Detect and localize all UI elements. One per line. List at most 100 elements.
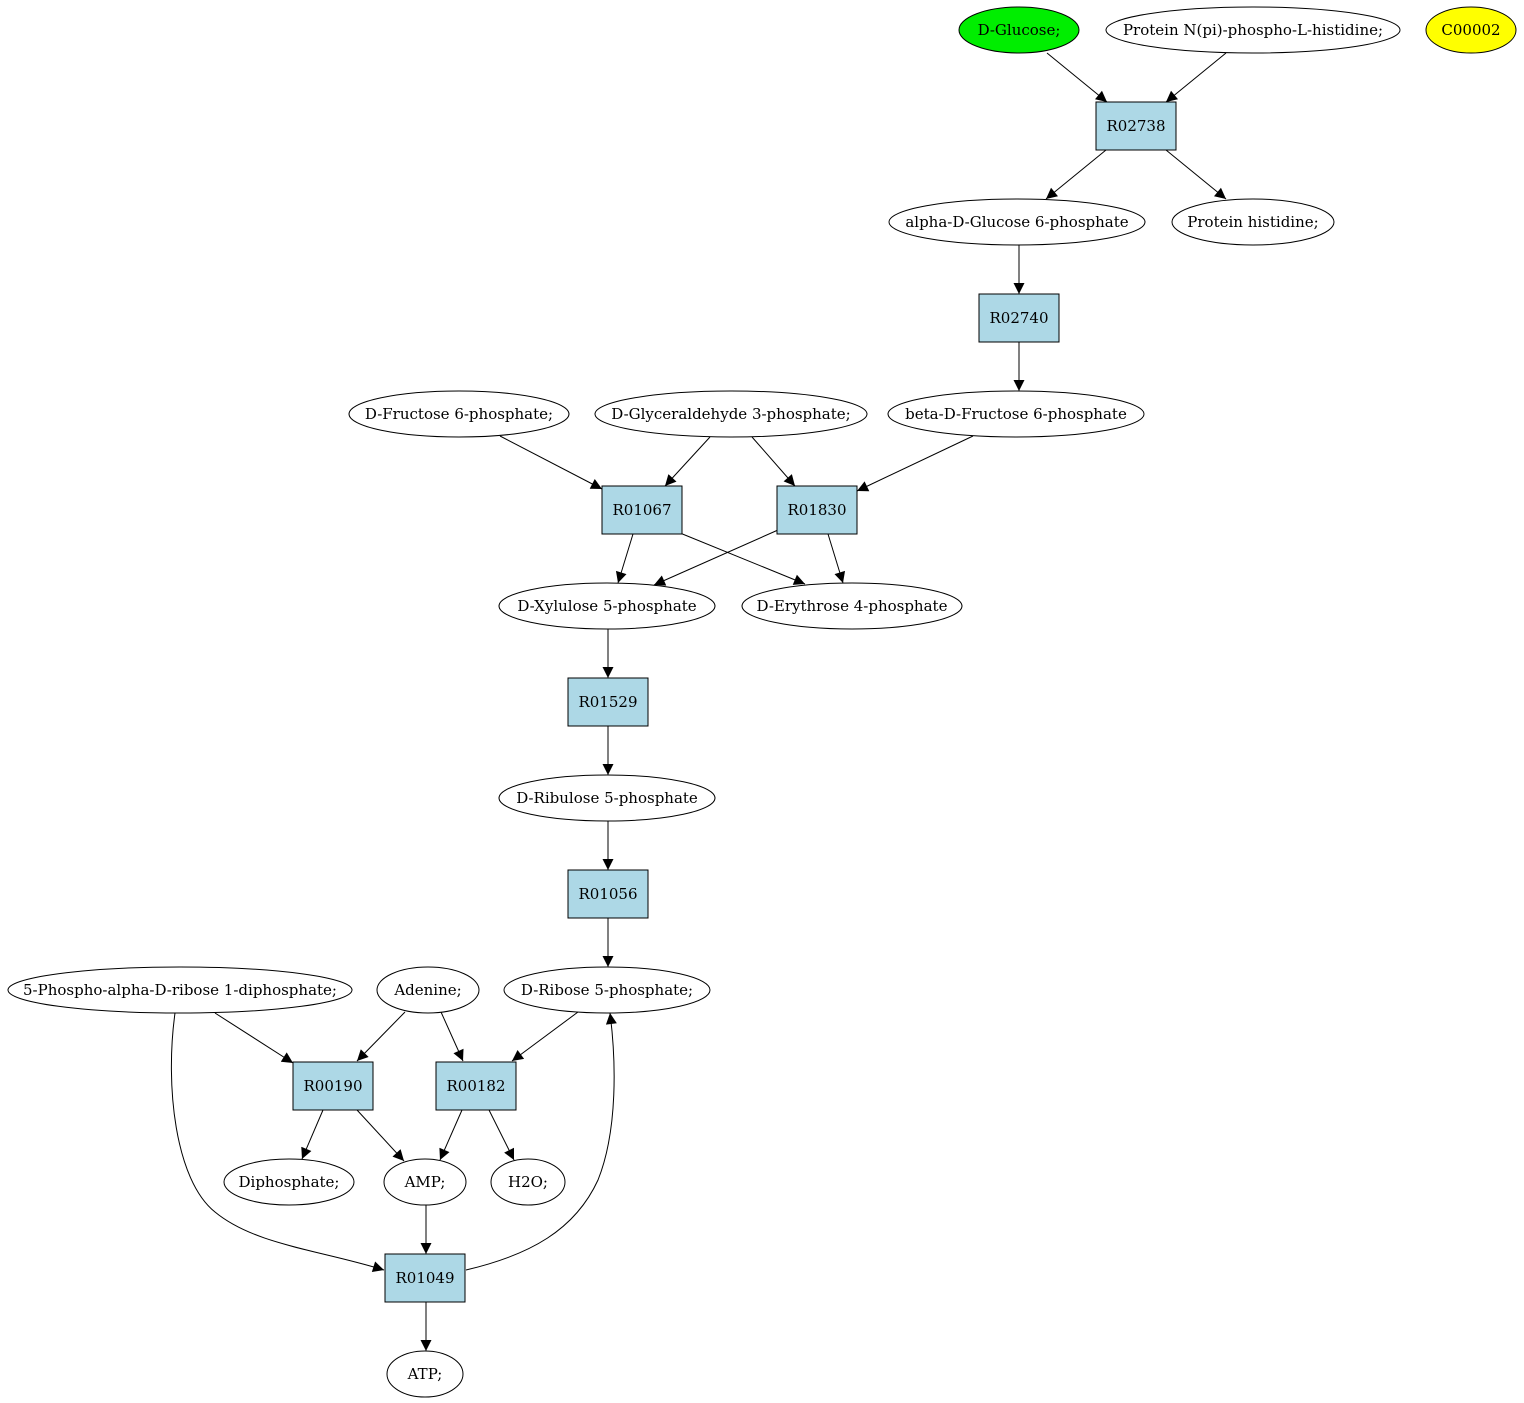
edge-g3p-to-r01830 bbox=[751, 436, 796, 487]
reaction-box bbox=[435, 1061, 517, 1111]
node-beta-fru6p[interactable]: beta-D-Fructose 6-phosphate bbox=[887, 390, 1145, 438]
edge-protein-n-pi-phospho-to-r02738 bbox=[1165, 52, 1227, 103]
edge-arrow bbox=[356, 1109, 405, 1162]
node-adenine[interactable]: Adenine; bbox=[376, 966, 480, 1014]
compound-ellipse bbox=[386, 1350, 464, 1398]
node-r00190[interactable]: R00190 bbox=[292, 1061, 374, 1111]
node-label: R01830 bbox=[787, 501, 846, 519]
node-ribulose5p[interactable]: D-Ribulose 5-phosphate bbox=[498, 774, 716, 822]
edge-arrow bbox=[856, 435, 974, 492]
node-label: D-Ribose 5-phosphate; bbox=[521, 981, 693, 999]
node-label: R02738 bbox=[1106, 117, 1165, 135]
reaction-box bbox=[776, 485, 858, 535]
compound-ellipse bbox=[888, 198, 1146, 246]
compound-ellipse bbox=[887, 390, 1145, 438]
node-r00182[interactable]: R00182 bbox=[435, 1061, 517, 1111]
node-label: R01056 bbox=[578, 885, 637, 903]
edge-arrow bbox=[439, 1109, 463, 1161]
edge-r00190-to-amp bbox=[356, 1109, 405, 1162]
edge-arrow bbox=[488, 1109, 515, 1161]
node-label: D-Glyceraldehyde 3-phosphate; bbox=[611, 405, 850, 423]
nodes-layer: D-Glucose; Protein N(pi)-phospho-L-histid… bbox=[7, 6, 1517, 1398]
node-r01056[interactable]: R01056 bbox=[567, 869, 649, 919]
node-label: R02740 bbox=[989, 309, 1048, 327]
node-amp[interactable]: AMP; bbox=[383, 1158, 467, 1206]
node-label: Protein histidine; bbox=[1187, 213, 1318, 231]
edge-arrow bbox=[214, 1012, 294, 1064]
edge-g3p-to-r01067 bbox=[664, 436, 711, 487]
node-label: D-Glucose; bbox=[978, 21, 1061, 39]
edge-r01830-to-xylulose5p bbox=[653, 529, 779, 586]
node-d-glucose[interactable]: D-Glucose; bbox=[958, 6, 1080, 54]
node-r01830[interactable]: R01830 bbox=[776, 485, 858, 535]
compound-ellipse bbox=[376, 966, 480, 1014]
compound-ellipse bbox=[348, 390, 570, 438]
edge-ribose5p-to-r00182 bbox=[511, 1011, 579, 1062]
edge-r00182-to-amp bbox=[439, 1109, 463, 1161]
node-protein-n-pi-phospho[interactable]: Protein N(pi)-phospho-L-histidine; bbox=[1105, 6, 1401, 54]
edge-r01830-to-erythrose4p bbox=[827, 533, 846, 584]
node-r02738[interactable]: R02738 bbox=[1095, 101, 1177, 151]
reaction-box bbox=[567, 869, 649, 919]
edge-arrow bbox=[1165, 52, 1227, 103]
compound-ellipse bbox=[498, 774, 716, 822]
node-atp[interactable]: ATP; bbox=[386, 1350, 464, 1398]
node-r01067[interactable]: R01067 bbox=[601, 485, 683, 535]
node-label: R00182 bbox=[446, 1077, 505, 1095]
node-diphosphate[interactable]: Diphosphate; bbox=[223, 1158, 355, 1206]
edge-arrow bbox=[653, 529, 779, 586]
edge-arrow bbox=[465, 1012, 617, 1271]
compound-ellipse bbox=[383, 1158, 467, 1206]
node-g3p[interactable]: D-Glyceraldehyde 3-phosphate; bbox=[594, 390, 868, 438]
node-xylulose5p[interactable]: D-Xylulose 5-phosphate bbox=[498, 582, 716, 630]
node-erythrose4p[interactable]: D-Erythrose 4-phosphate bbox=[741, 582, 963, 630]
node-label: ATP; bbox=[407, 1365, 443, 1383]
node-c00002[interactable]: C00002 bbox=[1425, 6, 1517, 54]
edge-prpp-to-r01049 bbox=[170, 1012, 385, 1272]
node-label: H2O; bbox=[508, 1173, 548, 1191]
node-alpha-glc6p[interactable]: alpha-D-Glucose 6-phosphate bbox=[888, 198, 1146, 246]
compound-ellipse bbox=[1425, 6, 1517, 54]
node-r01049[interactable]: R01049 bbox=[384, 1253, 466, 1303]
compound-ellipse bbox=[1171, 198, 1335, 246]
edge-r01049-to-ribose5p bbox=[465, 1012, 617, 1271]
edge-arrow bbox=[664, 436, 711, 487]
edge-adenine-to-r00182 bbox=[440, 1011, 464, 1062]
edge-arrow bbox=[1046, 52, 1108, 103]
compound-ellipse bbox=[498, 582, 716, 630]
reaction-box bbox=[384, 1253, 466, 1303]
node-protein-histidine[interactable]: Protein histidine; bbox=[1171, 198, 1335, 246]
edge-arrow bbox=[170, 1012, 385, 1272]
edge-r02738-to-alpha-glc6p bbox=[1045, 149, 1107, 200]
node-label: Diphosphate; bbox=[239, 1173, 340, 1191]
node-label: beta-D-Fructose 6-phosphate bbox=[905, 405, 1127, 423]
compound-ellipse bbox=[1105, 6, 1401, 54]
node-label: 5-Phospho-alpha-D-ribose 1-diphosphate; bbox=[23, 981, 337, 999]
edges-layer bbox=[170, 52, 1227, 1351]
node-label: R01529 bbox=[578, 693, 637, 711]
edge-beta-fru6p-to-r01830 bbox=[856, 435, 974, 492]
node-label: D-Ribulose 5-phosphate bbox=[516, 789, 698, 807]
edge-adenine-to-r00190 bbox=[356, 1011, 406, 1062]
compound-ellipse bbox=[223, 1158, 355, 1206]
node-ribose5p[interactable]: D-Ribose 5-phosphate; bbox=[503, 966, 711, 1014]
edge-arrow bbox=[615, 533, 634, 584]
edge-r01067-to-xylulose5p bbox=[615, 533, 634, 584]
node-prpp[interactable]: 5-Phospho-alpha-D-ribose 1-diphosphate; bbox=[7, 966, 353, 1014]
node-label: Adenine; bbox=[393, 981, 461, 999]
compound-ellipse bbox=[741, 582, 963, 630]
node-label: R00190 bbox=[303, 1077, 362, 1095]
reaction-box bbox=[567, 677, 649, 727]
edge-fructose6p-to-r01067 bbox=[499, 435, 603, 490]
node-fructose6p[interactable]: D-Fructose 6-phosphate; bbox=[348, 390, 570, 438]
node-label: R01067 bbox=[612, 501, 671, 519]
reaction-box bbox=[978, 293, 1060, 343]
node-h2o[interactable]: H2O; bbox=[490, 1158, 566, 1206]
node-r01529[interactable]: R01529 bbox=[567, 677, 649, 727]
node-label: D-Fructose 6-phosphate; bbox=[365, 405, 553, 423]
reaction-box bbox=[601, 485, 683, 535]
edge-arrow bbox=[679, 532, 806, 585]
compound-ellipse bbox=[503, 966, 711, 1014]
node-r02740[interactable]: R02740 bbox=[978, 293, 1060, 343]
